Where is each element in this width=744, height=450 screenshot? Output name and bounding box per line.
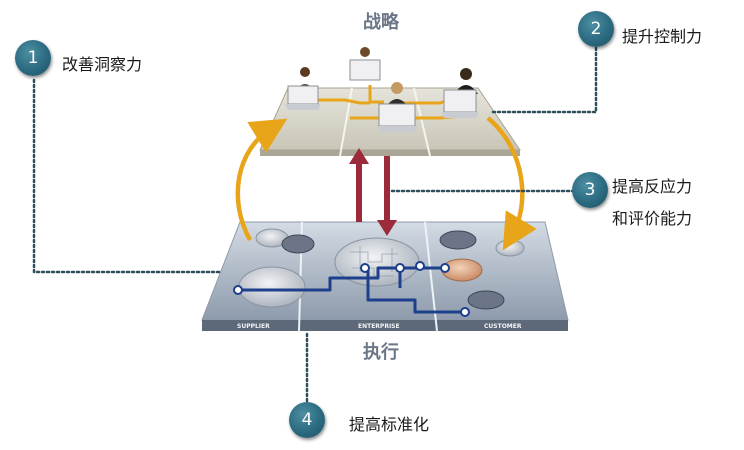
callout-text-3b: 和评价能力: [612, 209, 693, 228]
callout-text-4: 提高标准化: [349, 415, 430, 434]
callout-badge-1: 1: [15, 40, 51, 76]
person-laptop-2: [349, 47, 381, 81]
person-laptop-3: [376, 82, 418, 132]
callout-badge-4: 4: [289, 402, 325, 438]
callout-badge-2: 2: [578, 11, 614, 47]
callout-text-1: 改善洞察力: [62, 55, 143, 74]
callout-text-2: 提升控制力: [622, 27, 703, 46]
red-vertical-arrows: [349, 148, 397, 236]
orange-cycle-arrows: [235, 116, 537, 251]
execution-layer: [201, 221, 569, 332]
callout-badge-3: 3: [572, 172, 608, 208]
execution-title: 执行: [363, 342, 399, 363]
strategy-title: 战略: [363, 12, 399, 33]
segment-label-enterprise: ENTERPRISE: [358, 323, 400, 330]
person-laptop-1: [285, 67, 321, 110]
person-laptop-4: [441, 68, 479, 118]
callout-text-3a: 提高反应力: [612, 177, 693, 196]
callout-connectors: [32, 46, 598, 406]
segment-label-customer: CUSTOMER: [484, 323, 522, 330]
segment-label-supplier: SUPPLIER: [237, 323, 270, 330]
strategy-layer: [259, 47, 521, 157]
